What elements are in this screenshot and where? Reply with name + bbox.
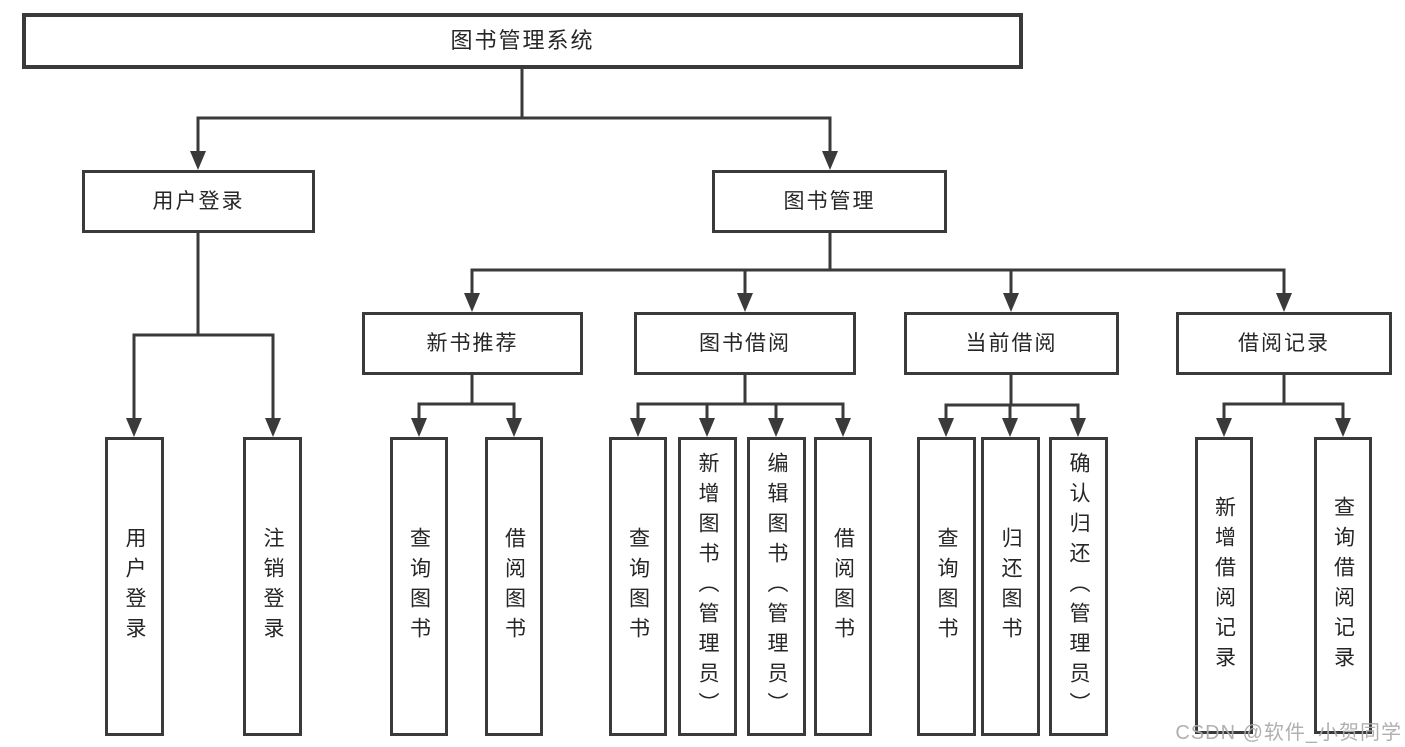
node-logout: 注销登录 (243, 437, 302, 736)
node-confirm-return-admin: 确认归还（管理员） (1049, 437, 1108, 736)
node-book-management: 图书管理 (712, 170, 947, 233)
node-borrow-books-borrow: 借阅图书 (814, 437, 872, 736)
csdn-watermark: CSDN @软件_小贺同学 (1175, 722, 1402, 744)
node-borrow-books-recommend: 借阅图书 (485, 437, 543, 736)
node-current-borrowing: 当前借阅 (904, 312, 1119, 375)
node-query-books-current: 查询图书 (917, 437, 976, 736)
node-borrowing-records: 借阅记录 (1176, 312, 1392, 375)
node-query-books-recommend: 查询图书 (390, 437, 448, 736)
node-query-borrow-record: 查询借阅记录 (1314, 437, 1372, 734)
node-return-books: 归还图书 (981, 437, 1040, 736)
node-add-books-admin: 新增图书（管理员） (678, 437, 737, 736)
node-system-root: 图书管理系统 (22, 13, 1023, 69)
node-book-borrowing: 图书借阅 (634, 312, 856, 375)
node-add-borrow-record: 新增借阅记录 (1195, 437, 1253, 734)
node-new-book-recommend: 新书推荐 (362, 312, 583, 375)
node-query-books-borrow: 查询图书 (609, 437, 667, 736)
node-user-login-module: 用户登录 (82, 170, 315, 233)
node-edit-books-admin: 编辑图书（管理员） (747, 437, 806, 736)
node-user-login: 用户登录 (105, 437, 164, 736)
